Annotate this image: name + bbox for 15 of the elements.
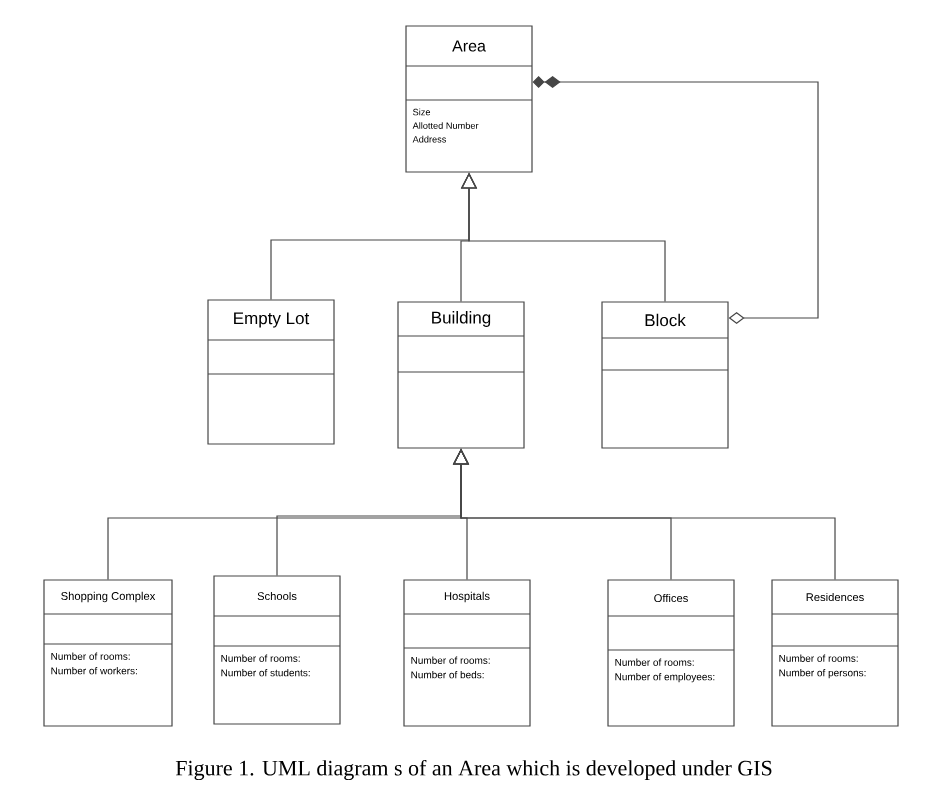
- class-name: Building: [432, 311, 491, 327]
- class-box: [601, 301, 729, 449]
- class-box: [771, 579, 899, 727]
- class-box: [397, 301, 525, 449]
- aggregation-line: [532, 76, 819, 324]
- class-box: [405, 25, 533, 173]
- class-name: Empty Lot: [234, 312, 310, 328]
- class-box: [403, 579, 531, 727]
- class-box: [43, 579, 173, 727]
- caption: Figure 1. UML diagram s of an Area which is developed under GIS: [175, 759, 772, 781]
- class-name: Block: [645, 313, 686, 327]
- class-box: [213, 575, 341, 725]
- class-box: [207, 299, 335, 445]
- class-name: Area: [452, 40, 486, 52]
- class-box: [607, 579, 735, 727]
